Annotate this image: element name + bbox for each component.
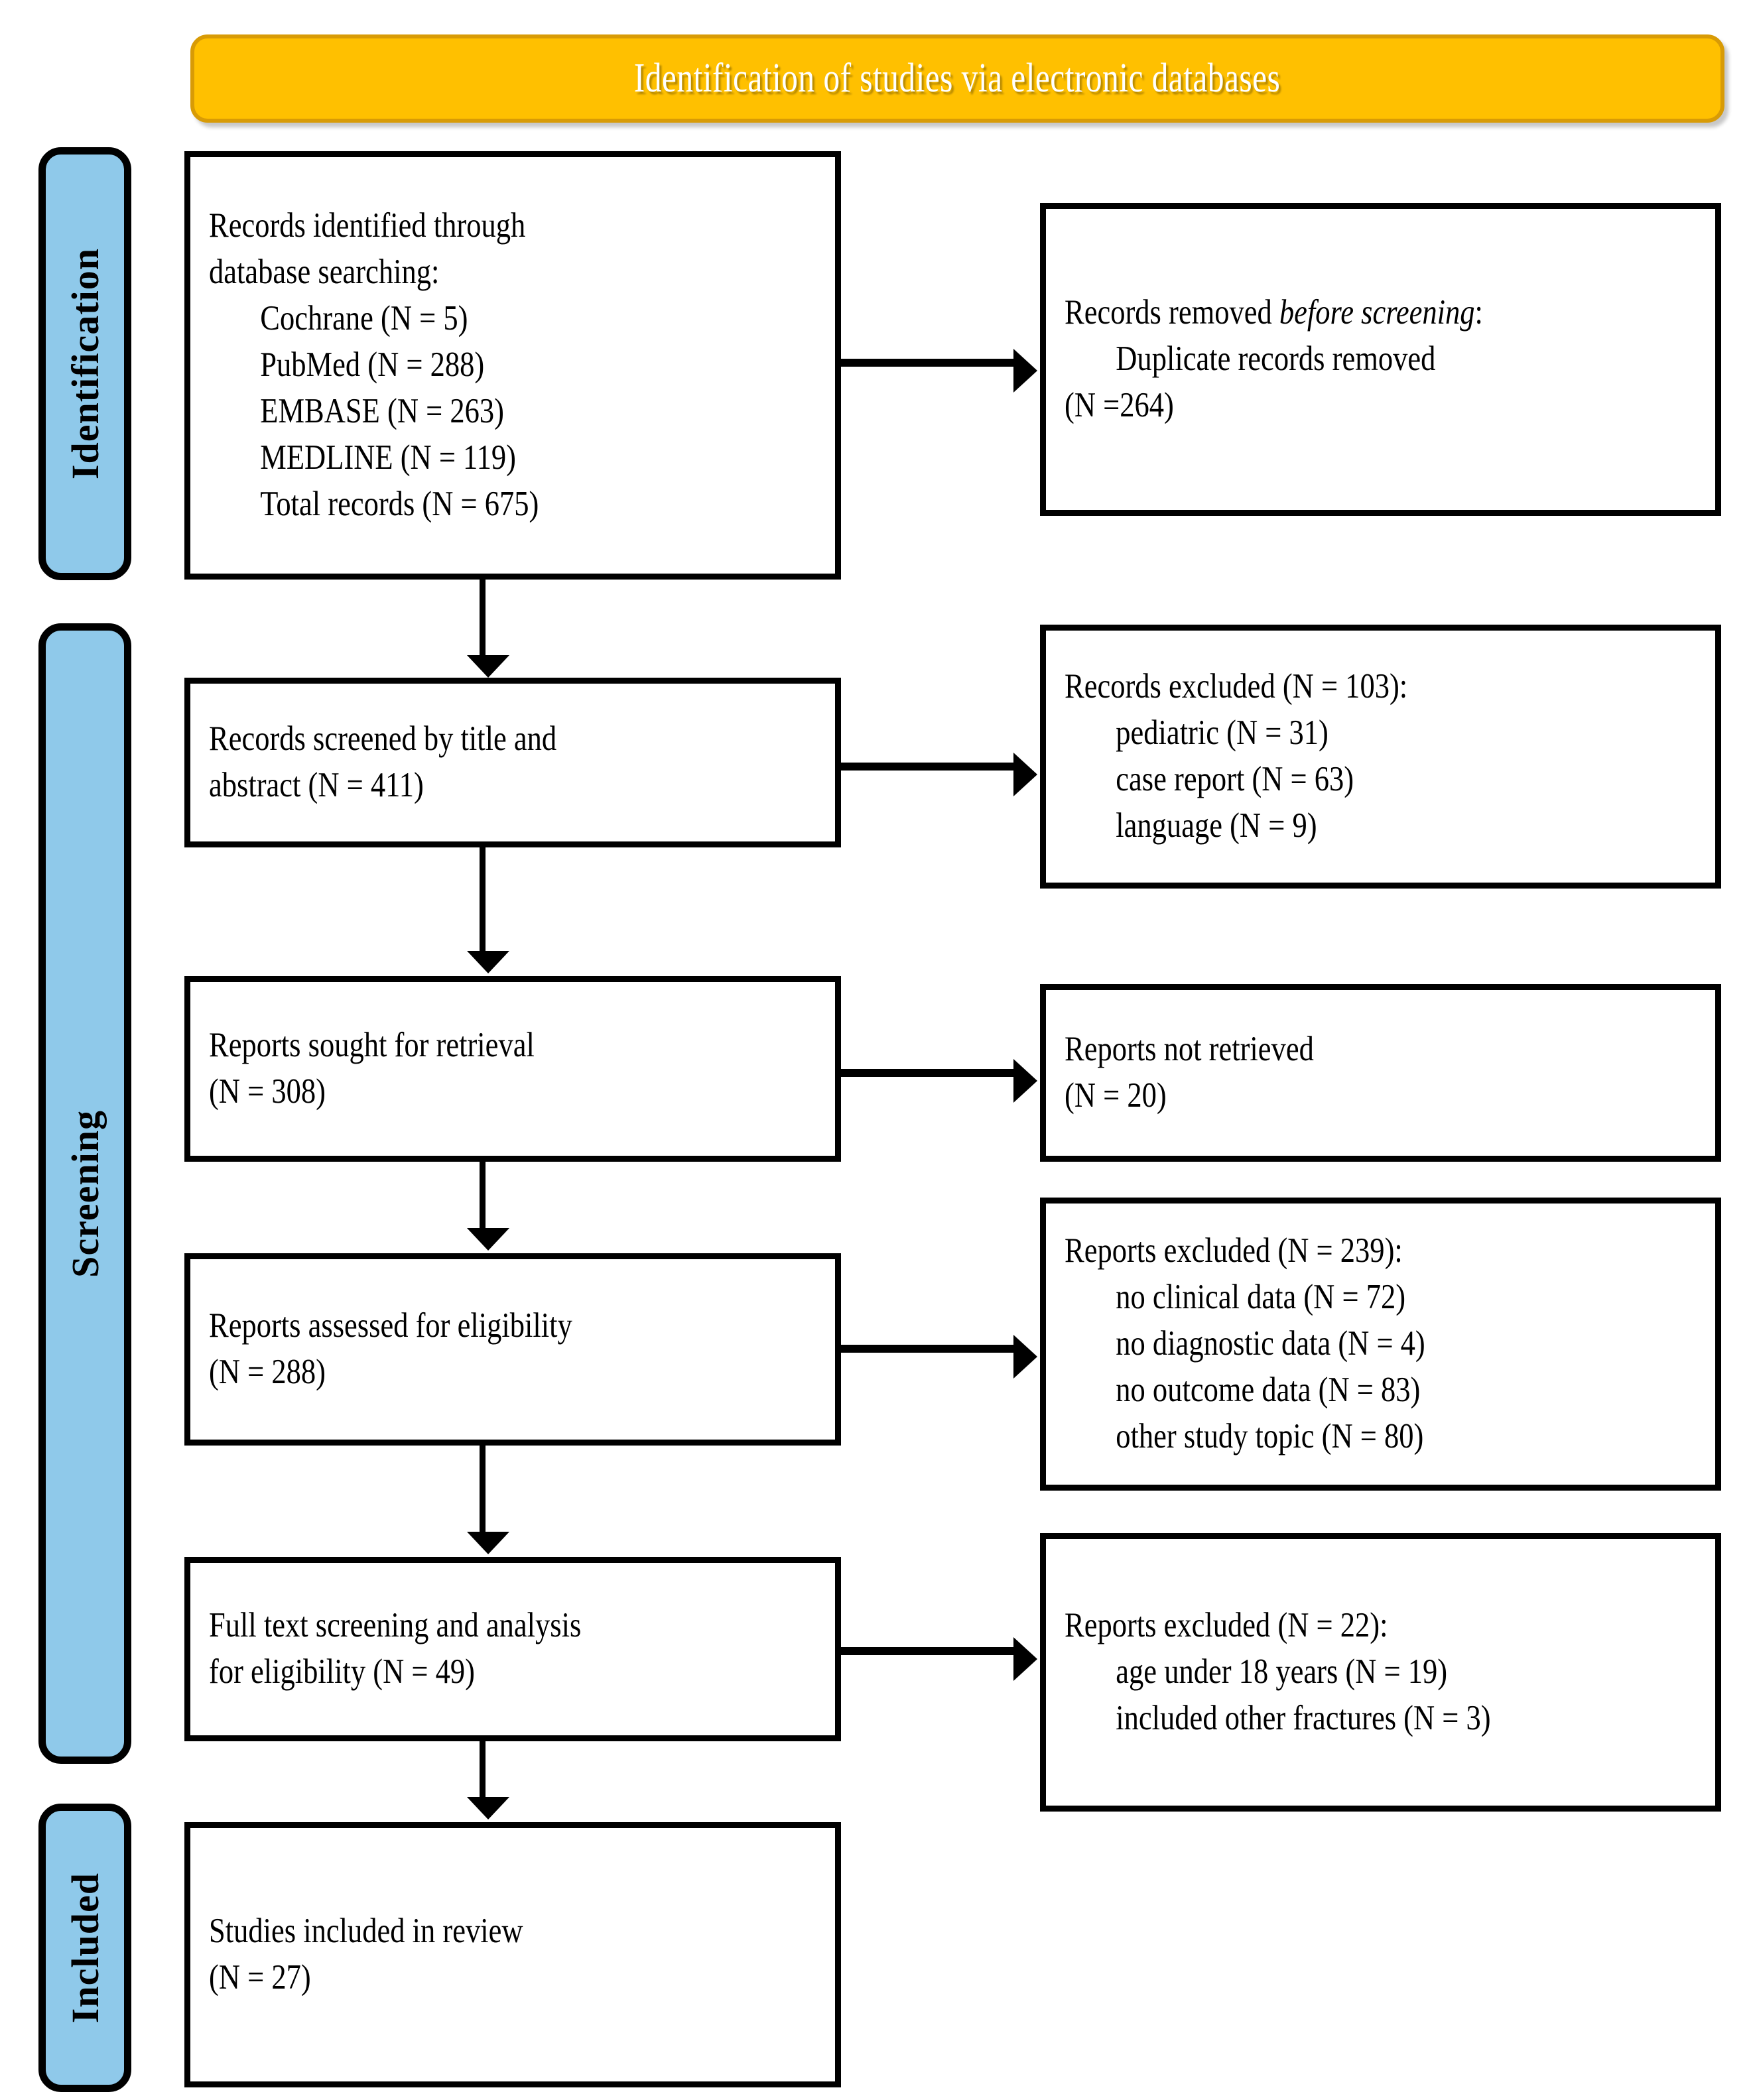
box-line: age under 18 years (N = 19) [1116,1652,1448,1692]
arrow-down-identified-to-screened [467,580,509,678]
box-line: no clinical data (N = 72) [1116,1278,1406,1317]
box-line: no outcome data (N = 83) [1116,1370,1421,1409]
box-line: (N = 27) [209,1958,311,1997]
stage-label-screening-text: Screening [63,1109,107,1278]
box-reports-assessed: Reports assessed for eligibility (N = 28… [184,1253,841,1446]
stage-label-identification: Identification [38,147,131,580]
box-line: (N =264) [1065,385,1174,424]
box-line: database searching: [209,253,440,292]
box-line: Reports excluded (N = 22): [1065,1606,1388,1645]
box-line: Reports excluded (N = 239): [1065,1231,1403,1270]
box-line: (N = 308) [209,1072,326,1111]
arrow-down-sought-to-assessed [467,1162,509,1251]
box-records-excluded-103: Records excluded (N = 103): pediatric (N… [1040,625,1721,889]
banner-title: Identification of studies via electronic… [634,56,1281,101]
arrow-right-screened-to-excluded-103 [841,753,1037,796]
box-line: (N = 288) [209,1353,326,1391]
box-line: language (N = 9) [1116,806,1317,845]
box-reports-not-retrieved: Reports not retrieved (N = 20) [1040,984,1721,1162]
box-line-emphasis: before screening [1279,293,1475,332]
box-line-part: Records removed [1065,293,1279,332]
stage-label-included-text: Included [63,1872,107,2024]
box-reports-excluded-239: Reports excluded (N = 239): no clinical … [1040,1198,1721,1491]
box-full-text-screening: Full text screening and analysis for eli… [184,1557,841,1741]
arrow-right-fulltext-to-excluded-22 [841,1637,1037,1681]
box-reports-sought: Reports sought for retrieval (N = 308) [184,976,841,1162]
box-line: MEDLINE (N = 119) [260,438,517,477]
arrow-right-identified-to-removed [841,349,1037,393]
box-line: Reports sought for retrieval [209,1026,535,1065]
arrow-right-sought-to-not-retrieved [841,1059,1037,1103]
box-line: EMBASE (N = 263) [260,391,504,430]
stage-label-included: Included [38,1804,131,2092]
box-line: Duplicate records removed [1116,340,1436,379]
box-line: Reports not retrieved [1065,1030,1314,1069]
box-records-removed-before-screening: Records removed before screening: Duplic… [1040,203,1721,516]
box-studies-included: Studies included in review (N = 27) [184,1822,841,2087]
box-line: Records excluded (N = 103): [1065,667,1408,706]
box-line: Records removed before screening: [1065,290,1596,336]
box-line: Reports assessed for eligibility [209,1306,572,1345]
box-line: Total records (N = 675) [260,484,539,523]
box-line: Studies included in review [209,1912,523,1951]
box-line: (N = 20) [1065,1076,1167,1115]
box-records-identified: Records identified through database sear… [184,151,841,580]
stage-label-identification-text: Identification [63,247,107,480]
box-reports-excluded-22: Reports excluded (N = 22): age under 18 … [1040,1533,1721,1812]
arrow-down-assessed-to-fulltext [467,1446,509,1554]
box-line: no diagnostic data (N = 4) [1116,1324,1425,1363]
banner-identification-header: Identification of studies via electronic… [190,34,1724,123]
box-line: pediatric (N = 31) [1116,713,1329,753]
box-line: Full text screening and analysis [209,1606,582,1645]
box-line: for eligibility (N = 49) [209,1652,475,1691]
box-line: other study topic (N = 80) [1116,1416,1424,1455]
box-line-part: : [1474,293,1483,332]
arrow-right-assessed-to-excluded-239 [841,1335,1037,1379]
arrow-down-screened-to-sought [467,847,509,973]
box-line: Records screened by title and [209,719,557,759]
arrow-down-fulltext-to-included [467,1741,509,1820]
stage-label-screening: Screening [38,623,131,1764]
box-line: PubMed (N = 288) [260,345,485,385]
box-records-screened: Records screened by title and abstract (… [184,678,841,847]
box-line: included other fractures (N = 3) [1116,1698,1491,1737]
box-line: abstract (N = 411) [209,766,424,804]
box-line: Records identified through [209,206,526,245]
box-line: Cochrane (N = 5) [260,299,468,338]
box-line: case report (N = 63) [1116,760,1354,798]
